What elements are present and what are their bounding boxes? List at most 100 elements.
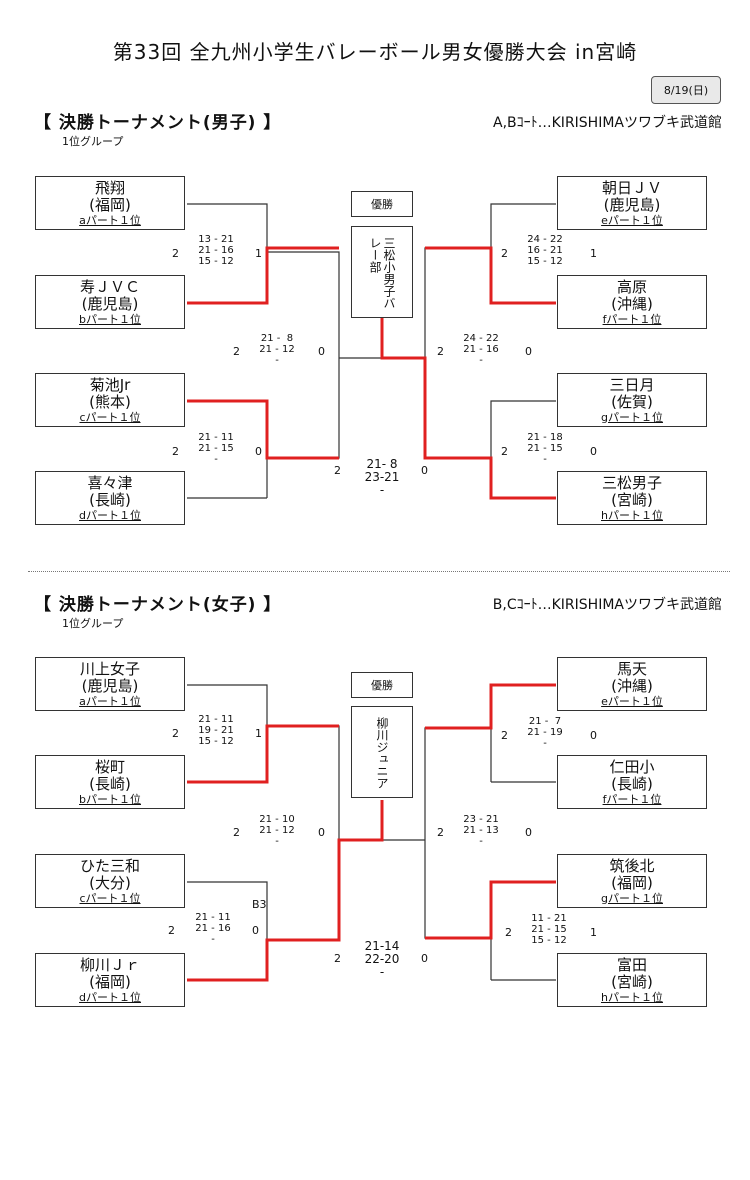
team-part: cパート１位 [79, 891, 141, 905]
match-left-wins: 2 [501, 445, 508, 458]
match-scores: 21 - 18 21 - 15 - [527, 432, 563, 465]
match-scores: 21 - 10 21 - 12 - [259, 814, 295, 847]
team-prefecture: (沖縄) [611, 676, 653, 695]
team-name: 仁田小 [609, 757, 655, 776]
match-scores: 23 - 21 21 - 13 - [463, 814, 499, 847]
final-scores: 21- 8 23-21 - [364, 457, 400, 497]
match-left-wins: 2 [437, 345, 444, 358]
boys-champion-label: 優勝 [351, 191, 413, 217]
girls-venue: B,Cｺｰﾄ…KIRISHIMAツワブキ武道館 [492, 597, 722, 613]
team-part: hパート１位 [601, 990, 663, 1004]
match-right-wins: 1 [590, 926, 597, 939]
team-prefecture: (宮崎) [611, 972, 653, 991]
section-divider [28, 571, 730, 572]
girls-team-d: 柳川Ｊｒ (福岡) dパート１位 [35, 953, 185, 1007]
match-left-wins: 2 [172, 247, 179, 260]
boys-team-b: 寿ＪＶＣ (鹿児島) bパート１位 [35, 275, 185, 329]
match-scores: 11 - 21 21 - 15 15 - 12 [531, 913, 567, 946]
team-part: bパート１位 [79, 792, 141, 806]
girls-team-b: 桜町 (長崎) bパート１位 [35, 755, 185, 809]
team-prefecture: (熊本) [89, 392, 131, 411]
team-part: eパート１位 [601, 694, 663, 708]
team-part: gパート１位 [601, 891, 663, 905]
team-part: dパート１位 [79, 508, 141, 522]
team-part: dパート１位 [79, 990, 141, 1004]
boys-team-c: 菊池Jr (熊本) cパート１位 [35, 373, 185, 427]
girls-champion-box: 柳川ジュニア [351, 706, 413, 798]
team-part: fパート１位 [602, 792, 662, 806]
final-scores: 21-14 22-20 - [364, 939, 400, 979]
boys-team-g: 三日月 (佐賀) gパート１位 [557, 373, 707, 427]
boys-team-f: 高原 (沖縄) fパート１位 [557, 275, 707, 329]
match-right-wins: 0 [525, 345, 532, 358]
match-left-wins: 2 [505, 926, 512, 939]
team-prefecture: (福岡) [89, 972, 131, 991]
date-badge: 8/19(日) [651, 76, 721, 104]
team-part: aパート１位 [79, 694, 141, 708]
final-left-wins: 2 [334, 952, 341, 965]
team-part: cパート１位 [79, 410, 141, 424]
team-prefecture: (福岡) [611, 873, 653, 892]
girls-team-h: 富田 (宮崎) hパート１位 [557, 953, 707, 1007]
team-prefecture: (大分) [89, 873, 131, 892]
team-prefecture: (長崎) [89, 774, 131, 793]
team-prefecture: (長崎) [611, 774, 653, 793]
match-left-wins: 2 [233, 826, 240, 839]
match-left-wins: 2 [437, 826, 444, 839]
team-prefecture: (沖縄) [611, 294, 653, 313]
boys-section-title: 【 決勝トーナメント(男子) 】 [34, 113, 282, 133]
team-name: ひた三和 [79, 856, 140, 875]
team-name: 三日月 [609, 375, 655, 394]
match-left-wins: 2 [501, 729, 508, 742]
team-prefecture: (鹿児島) [81, 294, 139, 313]
boys-team-d: 喜々津 (長崎) dパート１位 [35, 471, 185, 525]
final-right-wins: 0 [421, 952, 428, 965]
girls-section-title: 【 決勝トーナメント(女子) 】 [34, 595, 282, 615]
match-right-wins: 1 [590, 247, 597, 260]
team-name: 桜町 [94, 757, 125, 776]
team-name: 高原 [616, 277, 647, 296]
match-right-wins: 0 [318, 826, 325, 839]
team-name: 喜々津 [87, 473, 133, 492]
boys-section-subtitle: 1位グループ [62, 135, 124, 148]
match-right-wins: 0 [252, 924, 259, 937]
team-name: 寿ＪＶＣ [79, 277, 140, 296]
team-name: 朝日ＪＶ [601, 178, 662, 197]
girls-champion-label: 優勝 [351, 672, 413, 698]
team-name: 川上女子 [79, 659, 140, 678]
team-part: fパート１位 [602, 312, 662, 326]
match-scores: 21 - 7 21 - 19 - [527, 716, 563, 749]
team-name: 飛翔 [94, 178, 125, 197]
team-name: 筑後北 [609, 856, 655, 875]
match-right-wins: 0 [590, 445, 597, 458]
match-scores: 21 - 11 21 - 16 - [195, 912, 231, 945]
match-left-wins: 2 [233, 345, 240, 358]
final-right-wins: 0 [421, 464, 428, 477]
match-right-wins: 1 [255, 727, 262, 740]
match-left-wins: 2 [501, 247, 508, 260]
match-right-wins: 0 [525, 826, 532, 839]
girls-team-f: 仁田小 (長崎) fパート１位 [557, 755, 707, 809]
team-part: aパート１位 [79, 213, 141, 227]
match-right-wins: 0 [318, 345, 325, 358]
team-prefecture: (宮崎) [611, 490, 653, 509]
team-name: 富田 [616, 955, 647, 974]
document-title: 第33回 全九州小学生バレーボール男女優勝大会 in宮崎 [112, 40, 638, 64]
boys-team-h: 三松男子 (宮崎) hパート１位 [557, 471, 707, 525]
match-right-wins: 0 [255, 445, 262, 458]
match-scores: 13 - 21 21 - 16 15 - 12 [198, 234, 234, 267]
match-scores: 24 - 22 21 - 16 - [463, 333, 499, 366]
boys-champion-name: 三松小男子バレー部 [368, 237, 396, 309]
boys-team-a: 飛翔 (福岡) aパート１位 [35, 176, 185, 230]
girls-section-subtitle: 1位グループ [62, 617, 124, 630]
match-left-wins: 2 [168, 924, 175, 937]
team-prefecture: (鹿児島) [603, 195, 661, 214]
match-scores: 21 - 8 21 - 12 - [259, 333, 295, 366]
match-scores: 21 - 11 19 - 21 15 - 12 [198, 714, 234, 747]
boys-team-e: 朝日ＪＶ (鹿児島) eパート１位 [557, 176, 707, 230]
team-name: 菊池Jr [89, 375, 131, 394]
match-scores: 24 - 22 16 - 21 15 - 12 [527, 234, 563, 267]
match-note: B3 [252, 898, 267, 911]
match-left-wins: 2 [172, 727, 179, 740]
